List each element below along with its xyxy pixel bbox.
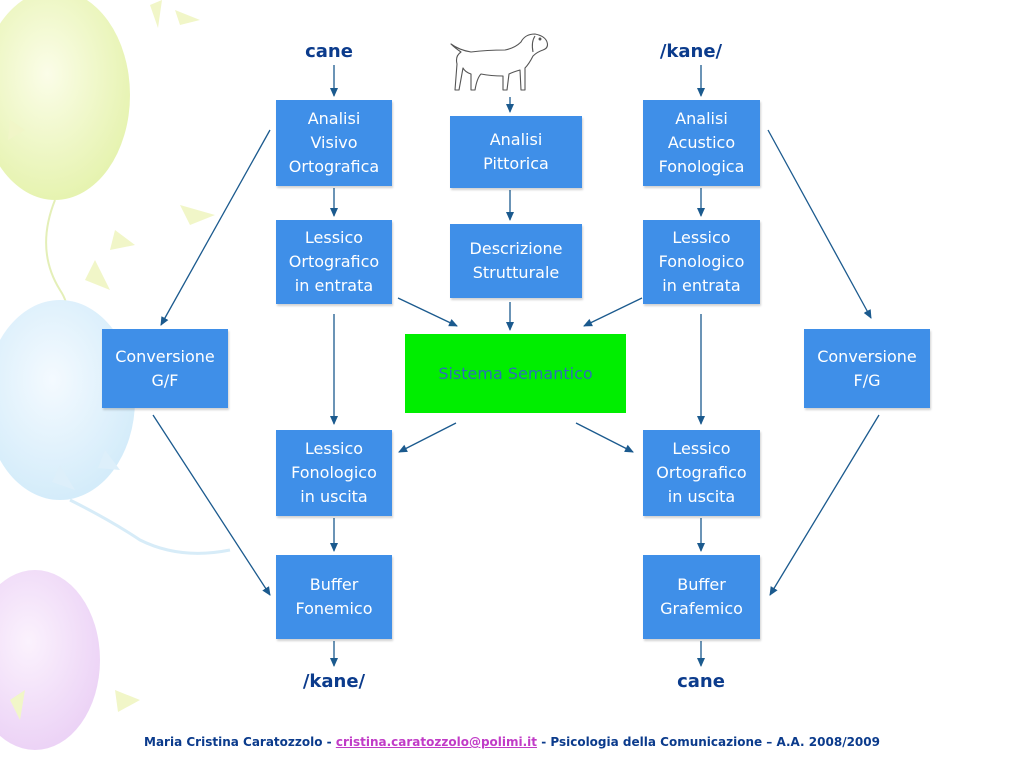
arrow-conversione-fg-to-buffer-grafemico [769, 414, 880, 596]
arrow-lessico-fon-to-semantico [583, 297, 643, 327]
box-lessico-fonologico-entrata: Lessico Fonologico in entrata [643, 220, 760, 304]
box-analisi-pittorica: Analisi Pittorica [450, 116, 582, 188]
box-buffer-fonemico: Buffer Fonemico [276, 555, 392, 639]
box-analisi-visivo-ortografica: Analisi Visivo Ortografica [276, 100, 392, 186]
box-analisi-acustico-fonologica: Analisi Acustico Fonologica [643, 100, 760, 186]
box-buffer-grafemico: Buffer Grafemico [643, 555, 760, 639]
footer-separator: - [322, 735, 336, 749]
arrow-lessico-ort-to-semantico [397, 297, 458, 327]
box-lessico-ortografico-uscita: Lessico Ortografico in uscita [643, 430, 760, 516]
arrow-acustico-to-conversione-fg [767, 129, 872, 319]
footer-author: Maria Cristina Caratozzolo [144, 735, 323, 749]
arrow-semantico-to-lessico-ort-uscita [575, 422, 634, 453]
arrow-visivo-to-conversione-gf [160, 129, 271, 326]
purple-balloon-icon [0, 570, 100, 750]
box-sistema-semantico: Sistema Semantico [405, 334, 626, 413]
box-lessico-ortografico-entrata: Lessico Ortografico in entrata [276, 220, 392, 304]
box-descrizione-strutturale: Descrizione Strutturale [450, 224, 582, 298]
dog-drawing-icon [450, 33, 549, 91]
input-heard-word: /kane/ [659, 41, 723, 62]
footer-course: Psicologia della Comunicazione – A.A. 20… [550, 735, 880, 749]
output-written-word: cane [677, 671, 725, 692]
footer-email-link[interactable]: cristina.caratozzolo@polimi.it [335, 735, 538, 749]
box-conversione-fg: Conversione F/G [804, 329, 930, 408]
blue-balloon-icon [0, 300, 231, 555]
arrow-semantico-to-lessico-fon-uscita [398, 422, 457, 453]
footer: Maria Cristina Caratozzolo - cristina.ca… [0, 735, 1024, 749]
blue-confetti-icon [52, 450, 120, 490]
output-spoken-word: /kane/ [302, 671, 366, 692]
input-written-word: cane [305, 41, 353, 62]
box-conversione-gf: Conversione G/F [102, 329, 228, 408]
footer-separator: - [537, 735, 551, 749]
box-lessico-fonologico-uscita: Lessico Fonologico in uscita [276, 430, 392, 516]
arrow-conversione-gf-to-buffer-fonemico [152, 414, 271, 596]
confetti-icon [8, 0, 215, 720]
